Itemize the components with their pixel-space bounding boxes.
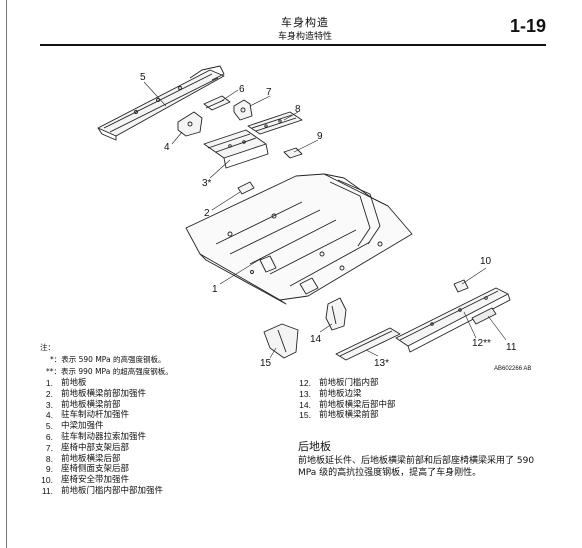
notes-block: 注： *：表示 590 MPa 的高强度钢板。 **：表示 990 MPa 的超… [40, 342, 173, 378]
parts-list-item: 3. 前地板横梁前部 [33, 400, 163, 411]
part-10-seatbelt-reinforcement [453, 279, 469, 293]
part-2-crossmember-front-reinforcement [237, 181, 255, 195]
parts-list-number: 9. [45, 464, 53, 475]
callout-2: 2 [204, 208, 210, 219]
parts-list-item: 7. 座椅中部支架后部 [33, 443, 163, 454]
callout-15: 15 [260, 358, 272, 369]
parts-list-left: 1. 前地板 2. 前地板横梁前部加强件 3. 前地板横梁前部 4. 驻车制动杆加强件 5. 中梁… [33, 378, 163, 497]
parts-list-name: 前地板横梁前部加强件 [61, 388, 147, 399]
parts-list-item: 14. 前地板横梁后部中部 [291, 399, 396, 411]
floor-panel-diagram: 5 6 7 8 9 4 3* 2 1 10 14 15 13* 12** 11 [97, 65, 517, 369]
parts-list-number: 12. [299, 378, 311, 388]
parts-list-number: 1. [45, 378, 53, 388]
header-rule [40, 44, 546, 46]
parts-list-name: 前地板横梁后部 [61, 453, 121, 464]
parts-list-number: 11. [41, 485, 53, 496]
callout-10: 10 [480, 256, 492, 267]
part-13-front-floor-side-member [335, 327, 401, 361]
parts-list-name: 座椅侧面支架后部 [61, 464, 130, 475]
callout-4: 4 [164, 142, 170, 153]
part-12-front-floor-inner-sill [395, 287, 511, 353]
header-subtitle: 车身构造特性 [277, 32, 332, 42]
parts-list-name: 驻车制动器拉索加强件 [61, 431, 147, 442]
parts-list-name: 前地板横梁前部 [61, 399, 121, 410]
callout-14: 14 [310, 334, 322, 345]
notes-line-2: **：表示 990 MPa 的超高强度钢板。 [46, 367, 173, 376]
header-title: 车身构造 [281, 16, 329, 29]
parts-list-name: 前地板横梁前部 [319, 410, 379, 421]
parts-list-name: 座椅中部支架后部 [61, 442, 130, 453]
page-left-border [6, 0, 7, 548]
parts-list-name: 驻车制动杆加强件 [61, 410, 130, 421]
callout-8: 8 [295, 104, 301, 115]
part-15-crossmember-front [263, 323, 299, 359]
parts-list-number: 3. [45, 399, 53, 410]
part-5-center-rail-reinforcement [97, 65, 225, 141]
parts-list-item: 4. 驻车制动杆加强件 [33, 410, 163, 421]
parts-list-name: 前地板横梁后部中部 [319, 399, 396, 410]
parts-list-number: 14. [299, 399, 311, 410]
notes-heading: 注： [40, 343, 55, 352]
callout-1: 1 [212, 284, 218, 295]
section-title: 后地板 [298, 440, 331, 453]
notes-line-1: *：表示 590 MPa 的高强度钢板。 [50, 355, 166, 364]
parts-list-item: 12. 前地板门槛内部 [291, 378, 396, 389]
parts-list-name: 中梁加强件 [61, 421, 104, 432]
parts-list-item: 8. 前地板横梁后部 [33, 454, 163, 465]
part-4-parking-brake-lever-reinforcement [177, 111, 203, 137]
parts-list-right: 12. 前地板门槛内部 13. 前地板边梁 14. 前地板横梁后部中部 15. 前地板横梁前部 [291, 378, 396, 421]
parts-list-name: 前地板 [61, 378, 87, 388]
parts-list-number: 15. [299, 410, 311, 421]
callout-9: 9 [317, 131, 323, 142]
parts-list-item: 1. 前地板 [33, 378, 163, 389]
parts-list-name: 前地板边梁 [319, 388, 362, 399]
parts-list-number: 6. [45, 431, 53, 442]
parts-list-item: 11. 前地板门槛内部中部加强件 [33, 486, 163, 497]
parts-list-item: 6. 驻车制动器拉索加强件 [33, 432, 163, 443]
parts-list-number: 4. [45, 410, 53, 421]
parts-list-number: 7. [45, 442, 53, 453]
part-3-front-floor-crossmember-front [203, 129, 269, 169]
callout-12: 12** [472, 338, 491, 349]
parts-list-number: 8. [45, 453, 53, 464]
parts-list-item: 9. 座椅侧面支架后部 [33, 464, 163, 475]
part-11-inner-sill-center-reinforcement [471, 307, 497, 325]
parts-list-number: 10. [41, 475, 53, 486]
parts-list-item: 2. 前地板横梁前部加强件 [33, 389, 163, 400]
callout-13: 13* [374, 358, 389, 369]
parts-list-item: 10. 座椅安全带加强件 [33, 475, 163, 486]
section-body: 前地板延长件、后地板横梁前部和后部座椅横梁采用了 590 MPa 级的高抗拉强度… [298, 456, 535, 478]
part-14-crossmember-rear-center [325, 297, 347, 331]
part-1-front-floor [185, 173, 413, 305]
parts-list-item: 15. 前地板横梁前部 [291, 410, 396, 421]
page-number: 1-19 [509, 16, 546, 36]
parts-list-name: 前地板门槛内部 [319, 378, 379, 388]
parts-list-name: 前地板门槛内部中部加强件 [61, 485, 164, 496]
parts-list-number: 2. [45, 388, 53, 399]
part-7-seat-center-bracket-rear [233, 99, 253, 121]
callout-11: 11 [506, 342, 517, 353]
image-code: AB602266 AB [494, 366, 532, 372]
callout-7: 7 [266, 87, 272, 98]
callout-5: 5 [140, 72, 146, 83]
parts-list-name: 座椅安全带加强件 [61, 475, 130, 486]
part-8-front-floor-crossmember-rear [247, 111, 303, 135]
parts-list-item: 5. 中梁加强件 [33, 421, 163, 432]
parts-list-number: 13. [299, 388, 311, 399]
parts-list-number: 5. [45, 421, 53, 432]
callout-6: 6 [239, 84, 245, 95]
callout-3: 3* [202, 178, 212, 189]
parts-list-item: 13. 前地板边梁 [291, 389, 396, 400]
